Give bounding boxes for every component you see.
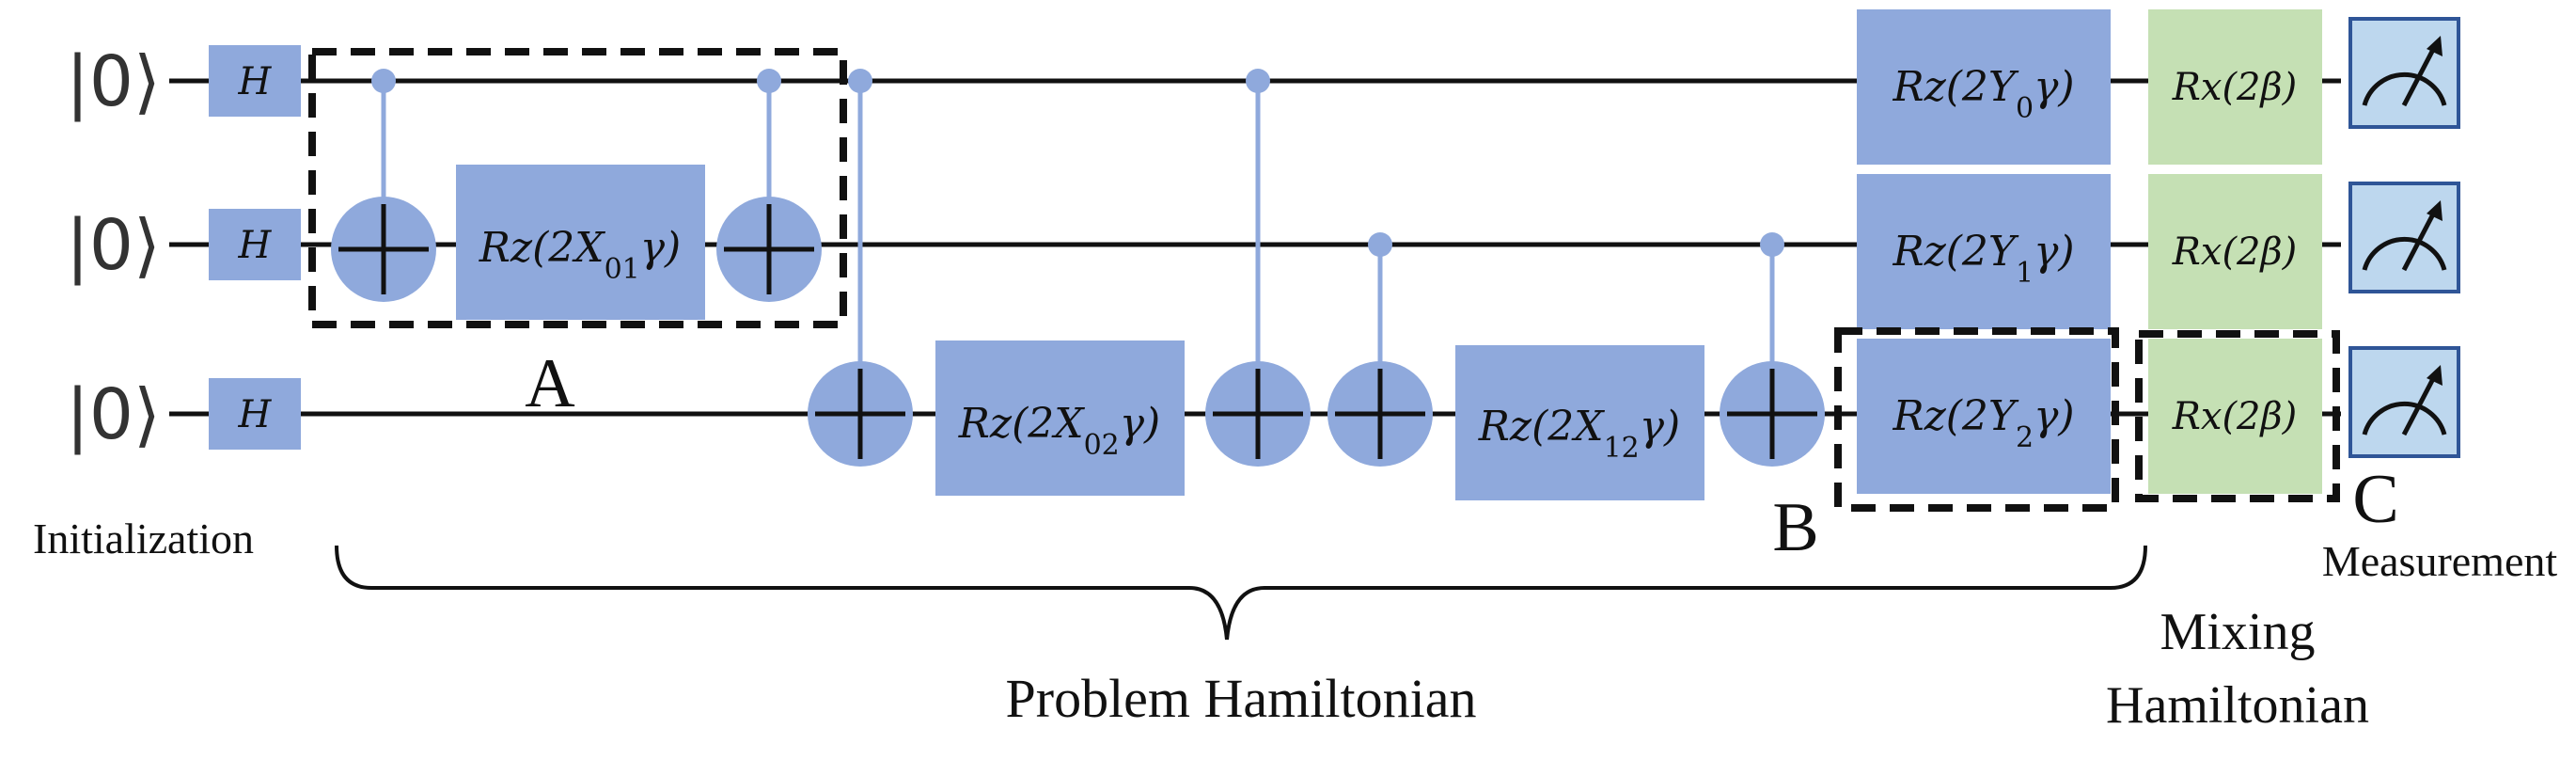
mixing-hamiltonian-label-line2: Hamiltonian xyxy=(2106,676,2369,735)
rx-q0-label: Rx(2β) xyxy=(2172,66,2297,109)
rx-q2-gate xyxy=(2148,339,2322,494)
filled-dot-icon xyxy=(371,69,396,93)
coupling-gates: Rz(2X01γ) Rz(2X02γ) Rz(2X12γ) xyxy=(456,165,1704,500)
cost-gates: Rz(2Y0γ) Rz(2Y1γ) Rz(2Y2γ) xyxy=(1857,9,2111,494)
circle-plus-icon xyxy=(1327,361,1433,467)
h-gate-q2 xyxy=(209,378,301,450)
box-c-label: C xyxy=(2352,461,2398,538)
section-labels: Initialization Problem Hamiltonian Mixin… xyxy=(33,515,2557,735)
rx-q2-label: Rx(2β) xyxy=(2172,395,2297,438)
box-b xyxy=(1834,327,2119,512)
rx-q1-gate xyxy=(2148,174,2322,329)
circle-plus-icon xyxy=(1720,361,1825,467)
rz-x02-gate xyxy=(935,340,1185,496)
ket-q1: |0⟩ xyxy=(66,205,161,286)
problem-hamiltonian-brace xyxy=(335,545,2147,641)
box-a-label: A xyxy=(525,345,574,422)
rx-q1-label: Rx(2β) xyxy=(2172,230,2297,274)
rx-q0-gate xyxy=(2148,9,2322,165)
meter-icon xyxy=(2348,182,2460,293)
filled-dot-icon xyxy=(848,69,872,93)
filled-dot-icon xyxy=(1246,69,1270,93)
rz-y2-label: Rz(2Y2γ) xyxy=(1892,392,2074,454)
circle-plus-icon xyxy=(716,197,822,302)
hadamard-gates: H H H xyxy=(209,45,301,450)
box-letters: A B C xyxy=(525,345,2398,566)
circle-plus-icon xyxy=(331,197,436,302)
rz-y0-label: Rz(2Y0γ) xyxy=(1892,63,2074,125)
mixer-gates: Rx(2β) Rx(2β) Rx(2β) xyxy=(2148,9,2322,494)
rz-y1-gate xyxy=(1857,174,2111,329)
circle-plus-icon xyxy=(1205,361,1311,467)
rz-x12-label: Rz(2X12γ) xyxy=(1478,403,1680,465)
rz-x12-gate xyxy=(1455,345,1704,500)
rz-y0-gate xyxy=(1857,9,2111,165)
h-gate-q2-label: H xyxy=(238,393,273,436)
filled-dot-icon xyxy=(757,69,781,93)
rz-y1-label: Rz(2Y1γ) xyxy=(1892,228,2074,290)
ket-q2: |0⟩ xyxy=(66,374,161,455)
dashed-boxes xyxy=(308,48,2340,512)
box-c xyxy=(2135,330,2340,502)
rz-x01-label: Rz(2X01γ) xyxy=(479,224,681,286)
filled-dot-icon xyxy=(1760,232,1784,257)
h-gate-q1-label: H xyxy=(238,224,273,267)
measurement-label: Measurement xyxy=(2322,537,2558,585)
circle-plus-icon xyxy=(808,361,913,467)
meter-icon xyxy=(2348,346,2460,458)
h-gate-q1 xyxy=(209,209,301,280)
ket-q0: |0⟩ xyxy=(66,41,161,122)
box-b-label: B xyxy=(1772,489,1818,566)
rz-x02-label: Rz(2X02γ) xyxy=(958,400,1160,462)
measurement-meters xyxy=(2348,17,2460,458)
filled-dot-icon xyxy=(1368,232,1392,257)
ket-labels: |0⟩ |0⟩ |0⟩ xyxy=(66,41,161,455)
h-gate-q0 xyxy=(209,45,301,117)
box-a xyxy=(308,48,847,328)
rz-x01-gate xyxy=(456,165,705,320)
mixing-hamiltonian-label-line1: Mixing xyxy=(2160,603,2316,661)
h-gate-q0-label: H xyxy=(238,60,273,103)
initialization-label: Initialization xyxy=(33,515,254,562)
cnot-gates xyxy=(331,69,1825,467)
rz-y2-gate xyxy=(1857,339,2111,494)
meter-icon xyxy=(2348,17,2460,129)
problem-hamiltonian-label: Problem Hamiltonian xyxy=(1006,668,1477,729)
